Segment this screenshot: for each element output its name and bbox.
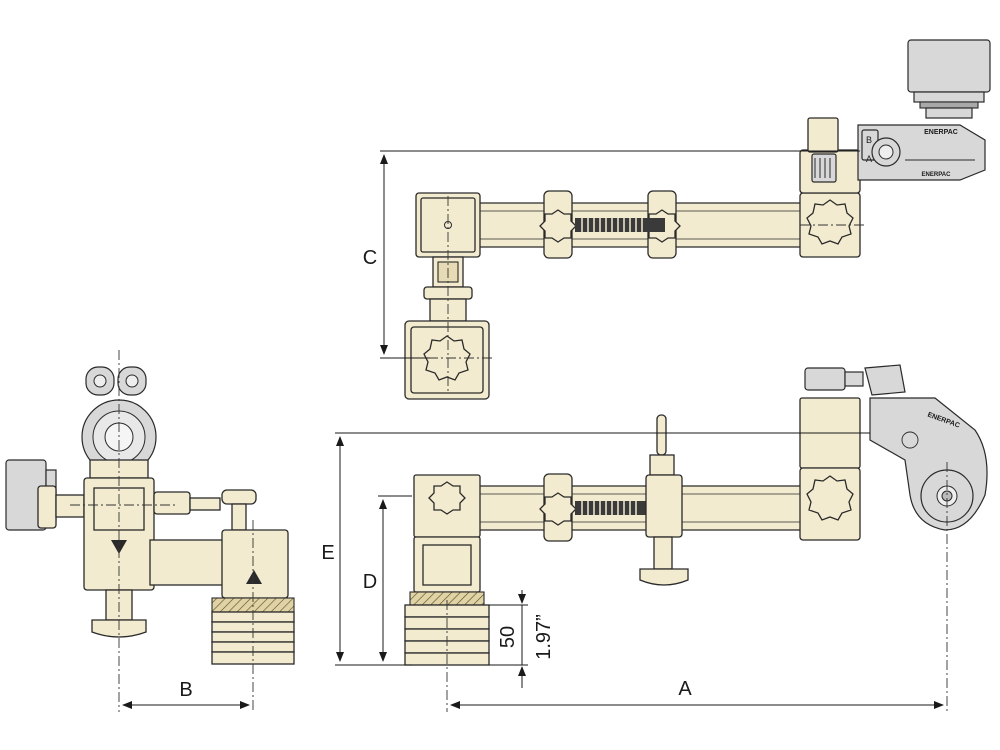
top-view-assembly: ENERPAC ENERPAC B A: [404, 39, 991, 400]
front-threaded-rod: [575, 501, 665, 515]
dimension-mm-label: 50: [497, 626, 519, 648]
front-foot-knob: [639, 568, 689, 586]
top-motor-cylinder: [907, 39, 991, 93]
dimension-a-label: A: [678, 678, 692, 700]
top-right-knob-icon: [806, 199, 854, 245]
dimension-inch-label: 1.97”: [533, 614, 555, 660]
side-view-assembly: [5, 350, 295, 712]
top-torque-wrench: ENERPAC ENERPAC B A: [807, 39, 991, 183]
dimension-e-label: E: [321, 542, 334, 564]
side-arm: [149, 539, 226, 586]
dimension-b: B: [122, 679, 250, 709]
dimension-e: E: [321, 432, 870, 666]
front-handle: [656, 414, 667, 456]
front-slide-clamp: [645, 474, 683, 538]
port-b-label: B: [866, 135, 872, 145]
dimension-c: C: [363, 150, 860, 359]
dimension-a: A: [450, 678, 944, 709]
front-torque-wrench: ENERPAC: [804, 364, 988, 531]
top-brand-label: ENERPAC: [924, 129, 958, 136]
top-threaded-rod: [575, 216, 665, 234]
dimension-b-label: B: [179, 679, 192, 701]
dimension-c-label: C: [363, 247, 377, 269]
dimension-d: D: [363, 495, 412, 666]
dimension-d-label: D: [363, 571, 377, 593]
dimension-base-height: 50 1.97”: [489, 590, 555, 688]
side-pedestal: [221, 529, 289, 599]
top-side-brand-label: ENERPAC: [922, 172, 952, 178]
port-a-label: A: [866, 154, 872, 164]
front-view-assembly: ENERPAC: [404, 364, 988, 712]
